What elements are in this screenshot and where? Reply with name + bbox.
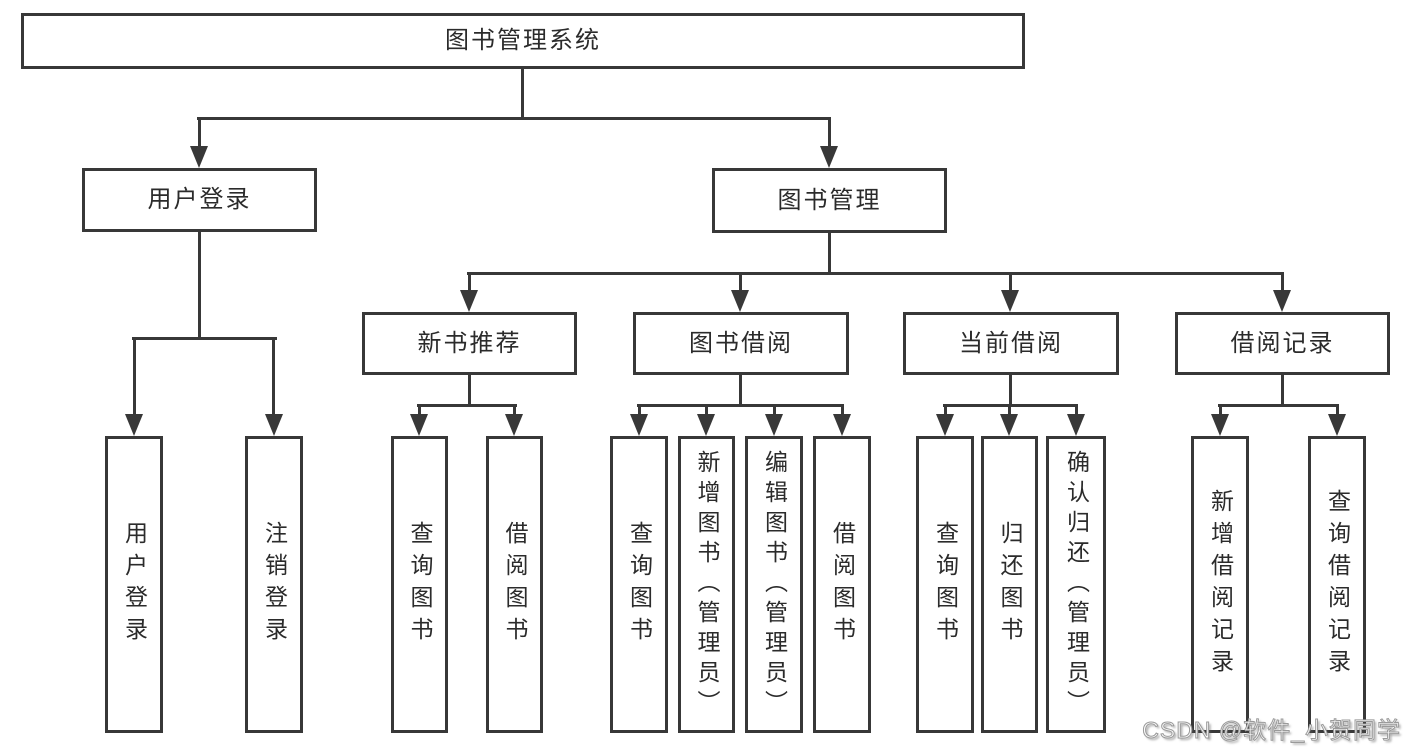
connector-line	[638, 404, 641, 416]
connector-line	[1009, 272, 1012, 292]
arrow-down-icon	[697, 414, 715, 436]
arrow-down-icon	[1000, 414, 1018, 436]
leaf-borrow-books-recommend: 借阅图书	[486, 436, 543, 733]
connector-line	[467, 272, 1284, 275]
leaf-borrow-books: 借阅图书	[813, 436, 871, 733]
leaf-edit-book-admin: 编辑图书（管理员）	[745, 436, 803, 733]
leaf-query-books-recommend: 查询图书	[391, 436, 448, 733]
connector-line	[739, 375, 742, 406]
connector-line	[944, 404, 947, 416]
connector-line	[841, 404, 844, 416]
leaf-query-books-borrow: 查询图书	[610, 436, 668, 733]
connector-line	[637, 404, 844, 407]
connector-line	[198, 117, 201, 149]
node-book-management: 图书管理	[712, 168, 947, 233]
connector-line	[1009, 375, 1012, 406]
connector-line	[1336, 404, 1339, 416]
connector-line	[828, 233, 831, 275]
arrow-down-icon	[410, 414, 428, 436]
leaf-return-book: 归还图书	[981, 436, 1038, 733]
connector-line	[1008, 404, 1011, 416]
arrow-down-icon	[820, 146, 838, 168]
arrow-down-icon	[1001, 290, 1019, 312]
connector-line	[705, 404, 708, 416]
arrow-down-icon	[505, 414, 523, 436]
arrow-down-icon	[630, 414, 648, 436]
arrow-down-icon	[833, 414, 851, 436]
node-current-borrow: 当前借阅	[903, 312, 1119, 375]
arrow-down-icon	[936, 414, 954, 436]
leaf-query-borrow-record: 查询借阅记录	[1308, 436, 1366, 733]
arrow-down-icon	[765, 414, 783, 436]
connector-line	[468, 375, 471, 406]
connector-line	[417, 404, 517, 407]
leaf-add-borrow-record: 新增借阅记录	[1191, 436, 1249, 733]
leaf-add-book-admin: 新增图书（管理员）	[678, 436, 735, 733]
connector-line	[1218, 404, 1339, 407]
connector-line	[198, 232, 201, 339]
arrow-down-icon	[190, 146, 208, 168]
arrow-down-icon	[1273, 290, 1291, 312]
connector-line	[132, 337, 277, 340]
connector-line	[1075, 404, 1078, 416]
connector-line	[739, 272, 742, 292]
connector-line	[828, 117, 831, 149]
arrow-down-icon	[731, 290, 749, 312]
arrow-down-icon	[265, 414, 283, 436]
connector-line	[272, 337, 275, 417]
leaf-logout: 注销登录	[245, 436, 303, 733]
node-new-book-recommend: 新书推荐	[362, 312, 577, 375]
connector-line	[197, 117, 831, 120]
node-user-login: 用户登录	[82, 168, 317, 232]
connector-line	[418, 404, 421, 416]
arrow-down-icon	[1328, 414, 1346, 436]
arrow-down-icon	[1211, 414, 1229, 436]
leaf-user-login: 用户登录	[105, 436, 163, 733]
connector-line	[521, 69, 524, 120]
node-borrow-records: 借阅记录	[1175, 312, 1390, 375]
node-root: 图书管理系统	[21, 13, 1025, 69]
leaf-confirm-return-admin: 确认归还（管理员）	[1046, 436, 1106, 733]
connector-line	[773, 404, 776, 416]
connector-line	[513, 404, 516, 416]
arrow-down-icon	[1067, 414, 1085, 436]
arrow-down-icon	[460, 290, 478, 312]
connector-line	[1281, 375, 1284, 406]
connector-line	[468, 272, 471, 292]
connector-line	[1219, 404, 1222, 416]
node-book-borrow: 图书借阅	[633, 312, 849, 375]
connector-line	[1281, 272, 1284, 292]
watermark: CSDN @软件_小贺同学	[1142, 717, 1401, 744]
leaf-query-books-current: 查询图书	[916, 436, 974, 733]
arrow-down-icon	[125, 414, 143, 436]
connector-line	[133, 337, 136, 417]
